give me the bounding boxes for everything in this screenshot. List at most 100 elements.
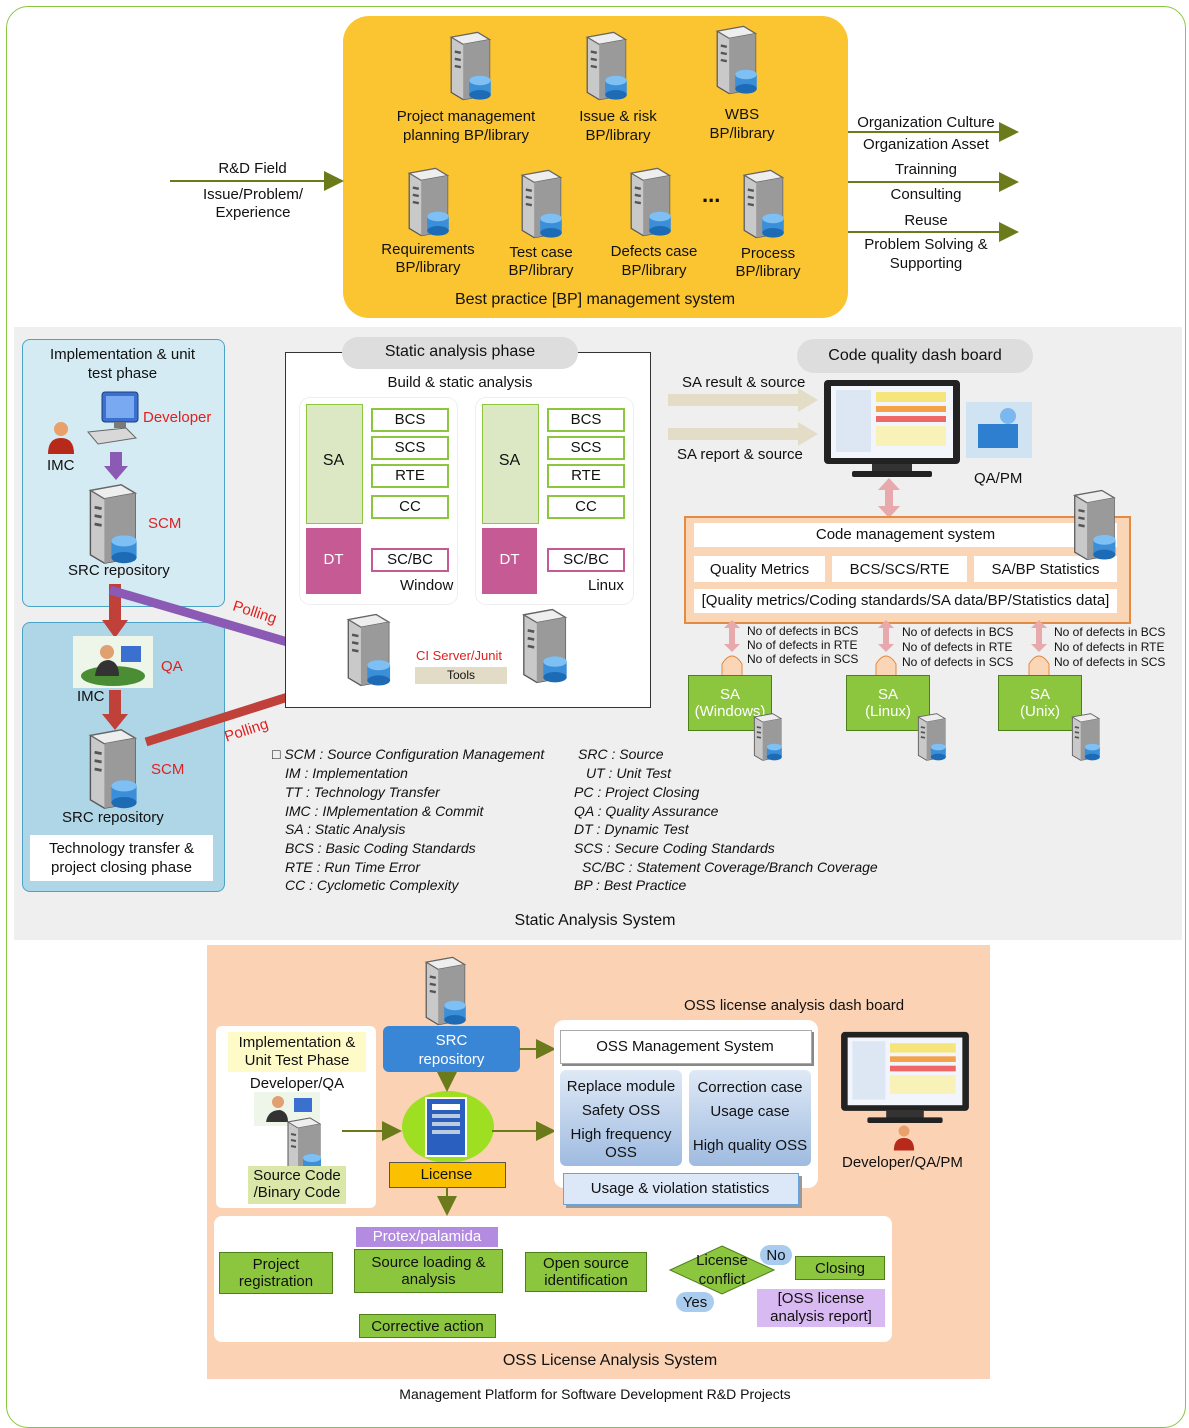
oss-usage-label: Usage & violation statistics bbox=[590, 1180, 770, 1197]
top-arrows bbox=[170, 122, 1019, 242]
cms-quality-metrics: Quality Metrics bbox=[709, 561, 810, 578]
impl-phase-l2: test phase bbox=[87, 365, 158, 382]
tt-phase-label-box bbox=[30, 835, 213, 881]
oss-replace-module: Replace module bbox=[566, 1078, 676, 1095]
imc2-label: IMC bbox=[77, 688, 105, 705]
oss-impl-label-bg bbox=[228, 1032, 366, 1072]
protex-label: Protex/palamida bbox=[372, 1228, 482, 1245]
oss-usage-box bbox=[563, 1173, 799, 1205]
legend-l3: IMC : IMplementation & Commit bbox=[285, 803, 484, 819]
legend-l1: IM : Implementation bbox=[285, 765, 408, 781]
person-icon bbox=[48, 422, 74, 454]
oss-src-repo-l1: SRC bbox=[435, 1032, 468, 1049]
oss-correction-case: Correction case bbox=[697, 1079, 803, 1096]
sa-unix-l2: (Unix) bbox=[1020, 703, 1060, 720]
oss-devqapm: Developer/QA/PM bbox=[842, 1154, 963, 1171]
src-repo-label: SRC repository bbox=[68, 562, 170, 579]
rte-window: RTE bbox=[371, 464, 449, 488]
scs-window: SCS bbox=[371, 436, 449, 460]
oss-devqa: Developer/QA bbox=[249, 1075, 345, 1092]
tt-phase-l1: Technology transfer & bbox=[48, 840, 195, 857]
oss-high-freq-l2: OSS bbox=[605, 1144, 637, 1161]
out-training: Trainning bbox=[895, 161, 957, 178]
license-conflict-diamond bbox=[668, 1245, 776, 1295]
oss-safety: Safety OSS bbox=[581, 1102, 661, 1119]
oss-src-code-l2: /Binary Code bbox=[253, 1184, 341, 1201]
defect-connectors bbox=[721, 620, 1050, 677]
cms-cell-2 bbox=[832, 556, 967, 582]
red-down-arrow bbox=[102, 690, 128, 730]
step-3-l2: identification bbox=[544, 1272, 628, 1289]
step-closing: Closing bbox=[795, 1256, 885, 1280]
oss-src-repo-l2: repository bbox=[418, 1051, 485, 1068]
rd-field-label: R&D Field bbox=[218, 160, 287, 177]
legend-r0: SRC : Source bbox=[578, 746, 664, 762]
step-source-loading: Source loading &analysis bbox=[354, 1249, 503, 1293]
phase-title: Static analysis phase bbox=[384, 343, 536, 360]
cms-title-box bbox=[694, 523, 1117, 547]
impl-phase-l1: Implementation & unit bbox=[49, 346, 196, 363]
legend-l6: RTE : Run Time Error bbox=[285, 859, 420, 875]
lib-req-line1: Requirements bbox=[381, 241, 475, 258]
defects-3-bcs: No of defects in BCS bbox=[1054, 625, 1166, 639]
red-down-arrow bbox=[102, 584, 128, 638]
scm-label: SCM bbox=[148, 515, 182, 532]
tt-phase-l2: project closing phase bbox=[51, 859, 192, 876]
sa-window-box bbox=[306, 404, 363, 524]
oss-usage-case: Usage case bbox=[710, 1103, 790, 1120]
lib-wbs-line1: WBS bbox=[724, 106, 760, 123]
conflict-l2: conflict bbox=[698, 1271, 746, 1288]
sa-result-label: SA result & source bbox=[682, 374, 806, 391]
out-problem: Problem Solving & bbox=[864, 236, 988, 253]
issue-problem-label: Issue/Problem/ bbox=[202, 186, 304, 203]
imc-label: IMC bbox=[47, 457, 75, 474]
legend-r7: BP : Best Practice bbox=[574, 877, 687, 893]
dashboard-arrows bbox=[668, 388, 818, 446]
step-corrective-action: Corrective action bbox=[359, 1314, 496, 1338]
sa-unix-l1: SA bbox=[1029, 686, 1050, 703]
cms-bcs-scs-rte: BCS/SCS/RTE bbox=[849, 561, 950, 578]
sa-report-label: SA report & source bbox=[677, 446, 803, 463]
sa-window-label: SA bbox=[322, 452, 345, 469]
report-box bbox=[757, 1289, 885, 1327]
license-box bbox=[389, 1162, 506, 1188]
window-label: Window bbox=[400, 577, 454, 594]
build-label: Build & static analysis bbox=[387, 374, 533, 391]
out-culture: Organization Culture bbox=[857, 114, 995, 131]
pink-updown-arrow bbox=[878, 478, 900, 518]
legend-l5: BCS : Basic Coding Standards bbox=[285, 840, 476, 856]
linux-label: Linux bbox=[588, 577, 624, 594]
step-3-l1: Open source bbox=[543, 1255, 629, 1272]
dt-window-box bbox=[306, 528, 361, 594]
sa-linux-label: SA bbox=[498, 452, 521, 469]
legend-r4: DT : Dynamic Test bbox=[574, 821, 689, 837]
defects-2-bcs: No of defects in BCS bbox=[902, 625, 1014, 639]
qa-label: QA bbox=[161, 658, 183, 675]
conflict-l1: License bbox=[696, 1252, 748, 1269]
dt-window-label: DT bbox=[323, 551, 344, 568]
oss-cyl-left bbox=[560, 1070, 682, 1166]
lib-test-line1: Test case bbox=[509, 244, 573, 261]
defects-1-scs: No of defects in SCS bbox=[747, 652, 859, 666]
dt-linux-box bbox=[482, 528, 537, 594]
lib-issue-line2: BP/library bbox=[585, 127, 651, 144]
tools-box bbox=[415, 667, 507, 684]
sa-windows-l2: (Windows) bbox=[694, 703, 766, 720]
legend-l2: TT : Technology Transfer bbox=[285, 784, 440, 800]
static-caption: Static Analysis System bbox=[514, 912, 676, 929]
out-asset: Organization Asset bbox=[863, 136, 989, 153]
developer-computer-icon bbox=[87, 391, 139, 445]
report-l2: analysis report] bbox=[770, 1308, 872, 1325]
lib-defects-line1: Defects case bbox=[610, 243, 698, 260]
yes-bubble bbox=[676, 1292, 714, 1312]
step-2-l1: Source loading & bbox=[371, 1254, 486, 1271]
lib-req-line2: BP/library bbox=[395, 259, 461, 276]
oss-impl-l1: Implementation & bbox=[238, 1034, 356, 1051]
scs-linux: SCS bbox=[547, 436, 625, 460]
phase-title-pill bbox=[342, 337, 578, 369]
rte-linux: RTE bbox=[547, 464, 625, 488]
step-1-l2: registration bbox=[238, 1273, 314, 1290]
oss-high-quality: High quality OSS bbox=[692, 1137, 808, 1154]
sa-linux-l2: (Linux) bbox=[865, 703, 911, 720]
legend-l0: □ SCM : Source Configuration Management bbox=[272, 746, 545, 762]
